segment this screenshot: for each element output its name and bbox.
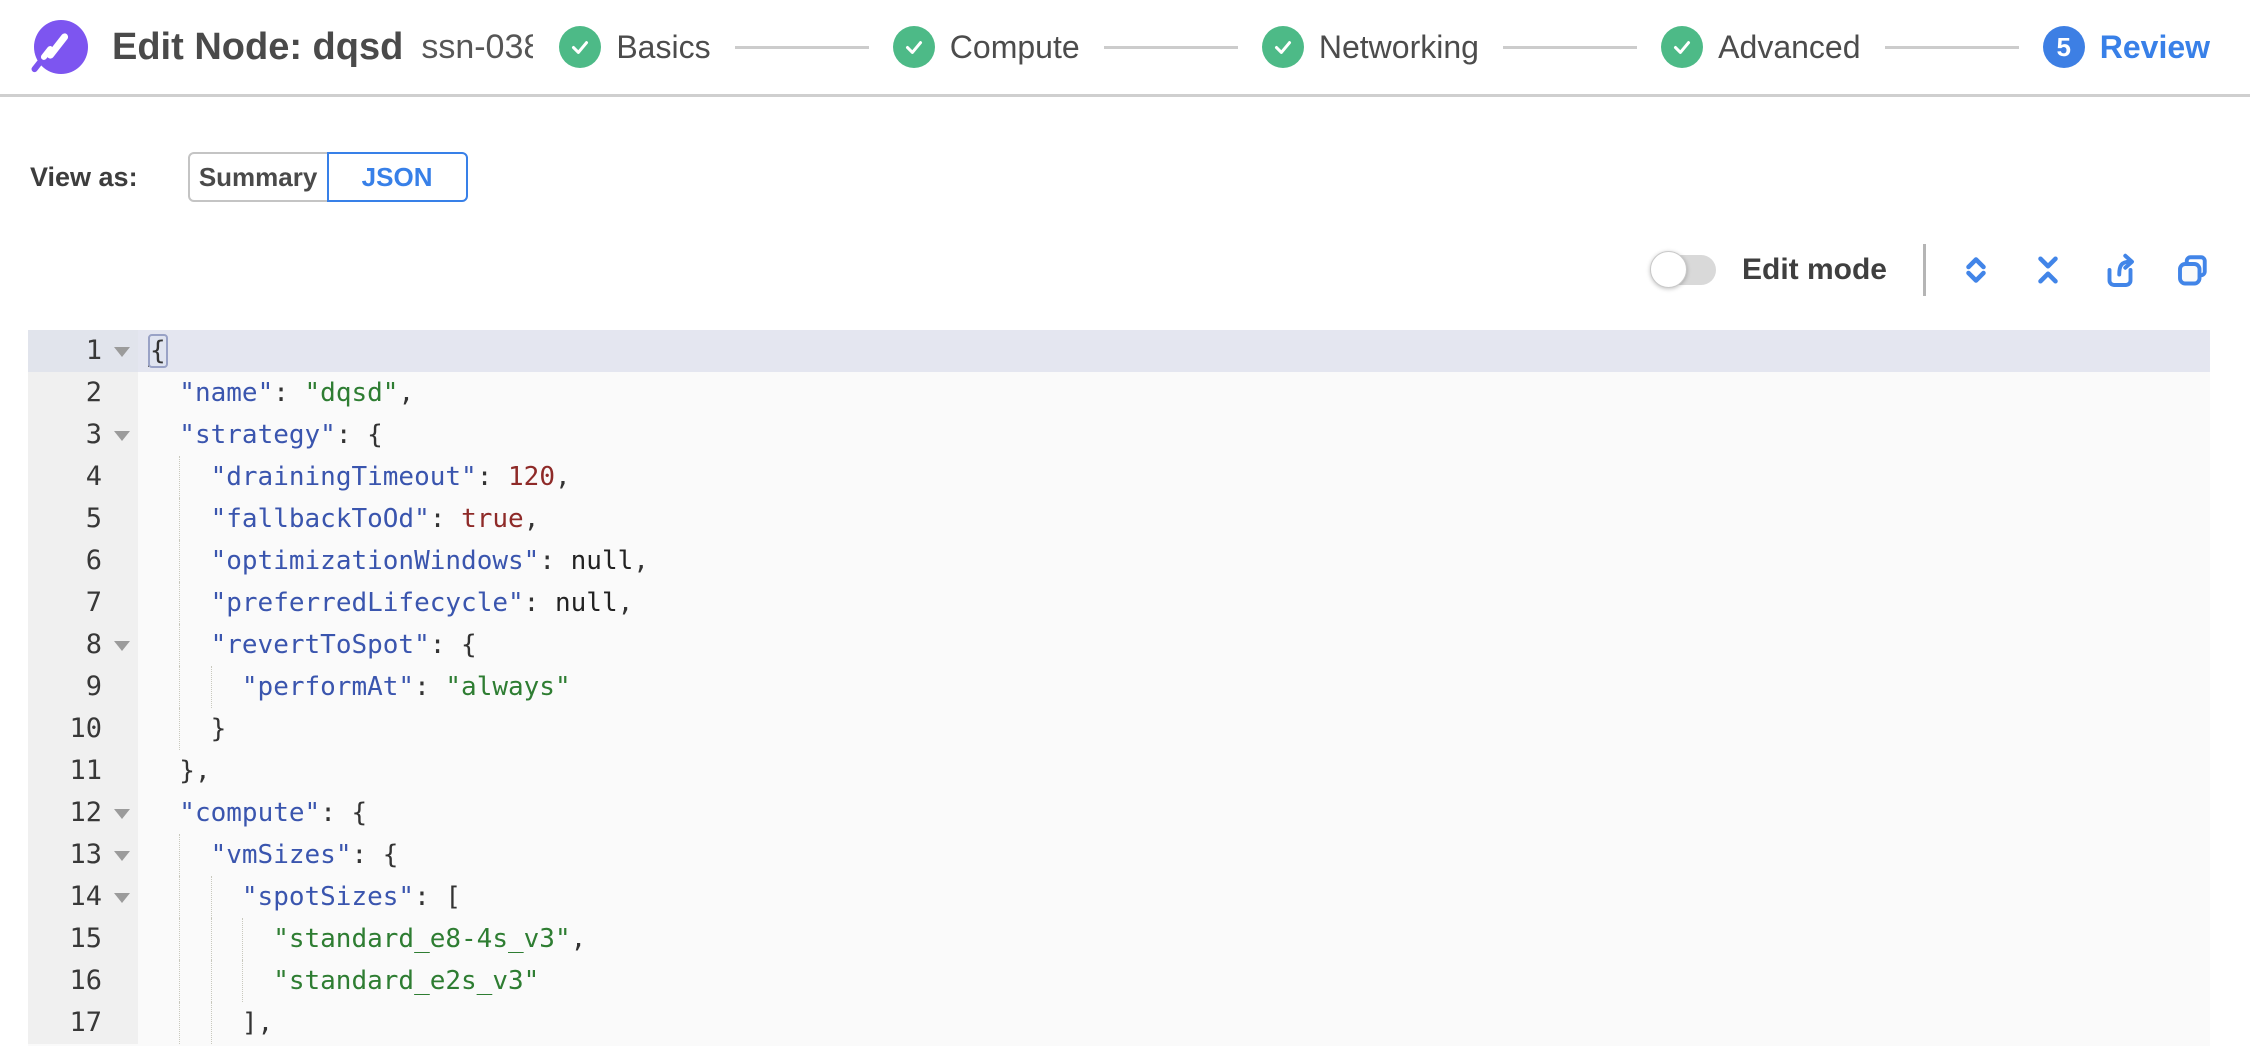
line-number: 14 [28, 876, 138, 918]
check-icon [1661, 26, 1704, 68]
step-label: Advanced [1718, 28, 1861, 65]
wizard-step-advanced[interactable]: Advanced [1661, 26, 1861, 68]
fold-arrow-icon[interactable] [114, 809, 130, 819]
code-line[interactable]: 9 "performAt": "always" [28, 666, 2210, 708]
fold-arrow-icon[interactable] [114, 431, 130, 441]
code-text: "vmSizes": { [138, 834, 2210, 876]
code-line[interactable]: 4 "drainingTimeout": 120, [28, 456, 2210, 498]
code-text: "optimizationWindows": null, [138, 540, 2210, 582]
code-line[interactable]: 7 "preferredLifecycle": null, [28, 582, 2210, 624]
wizard-step-compute[interactable]: Compute [892, 26, 1080, 68]
step-label: Basics [616, 28, 711, 65]
code-text: "strategy": { [179, 420, 383, 450]
step-label: Networking [1318, 28, 1479, 65]
code-text: "compute": { [179, 798, 368, 828]
header: Edit Node: dqsd ssn-038 Basics Compute Net… [0, 0, 2250, 97]
toolbar-icons [1958, 252, 2210, 288]
code-text: "standard_e2s_v3" [138, 960, 2210, 1002]
line-number: 5 [28, 498, 138, 540]
page-title: Edit Node: dqsd [112, 25, 404, 68]
line-number: 15 [28, 918, 138, 960]
fold-arrow-icon[interactable] [114, 851, 130, 861]
fold-arrow-icon[interactable] [114, 347, 130, 357]
code-text: "revertToSpot": { [138, 624, 2210, 666]
code-line[interactable]: 12 "compute": { [28, 792, 2210, 834]
expand-all-icon[interactable] [1958, 252, 1994, 288]
code-text: "performAt": "always" [138, 666, 2210, 708]
edit-mode-toggle[interactable] [1649, 251, 1716, 288]
toolbar-divider [1923, 244, 1926, 296]
fold-arrow-icon[interactable] [114, 641, 130, 651]
fold-arrow-icon[interactable] [114, 893, 130, 903]
step-connector [1502, 45, 1638, 49]
code-line[interactable]: 15 "standard_e8-4s_v3", [28, 918, 2210, 960]
code-text: "preferredLifecycle": null, [138, 582, 2210, 624]
line-number: 17 [28, 1002, 138, 1044]
code-line[interactable]: 2 "name": "dqsd", [28, 372, 2210, 414]
step-label: Compute [949, 28, 1080, 65]
step-number-badge: 5 [2042, 26, 2085, 68]
code-line[interactable]: 8 "revertToSpot": { [28, 624, 2210, 666]
json-editor[interactable]: 1{2 "name": "dqsd",3 "strategy": {4 "dra… [28, 330, 2210, 1046]
code-line[interactable]: 17 ], [28, 1002, 2210, 1044]
code-line[interactable]: 14 "spotSizes": [ [28, 876, 2210, 918]
view-as-label: View as: [30, 161, 138, 192]
collapse-all-icon[interactable] [2030, 252, 2066, 288]
wizard-step-review[interactable]: 5 Review [2042, 26, 2211, 68]
wizard-step-networking[interactable]: Networking [1261, 26, 1479, 68]
line-number: 12 [28, 792, 138, 834]
export-icon[interactable] [2102, 252, 2138, 288]
summary-tab-button[interactable]: Summary [187, 152, 329, 202]
check-icon [892, 26, 935, 68]
code-line[interactable]: 6 "optimizationWindows": null, [28, 540, 2210, 582]
line-number: 4 [28, 456, 138, 498]
code-line[interactable]: 11 }, [28, 750, 2210, 792]
code-line[interactable]: 3 "strategy": { [28, 414, 2210, 456]
code-text: ], [138, 1002, 2210, 1044]
code-text: "standard_e8-4s_v3", [138, 918, 2210, 960]
json-tab-button[interactable]: JSON [326, 152, 468, 202]
code-text: }, [179, 756, 211, 786]
view-as-row: View as: Summary JSON [30, 152, 2250, 202]
check-icon [559, 26, 602, 68]
wizard-step-basics[interactable]: Basics [559, 26, 711, 68]
line-number: 10 [28, 708, 138, 750]
line-number: 2 [28, 372, 138, 414]
edit-mode-label: Edit mode [1741, 253, 1887, 286]
code-text: "name": "dqsd", [179, 378, 415, 408]
code-text: "fallbackToOd": true, [138, 498, 2210, 540]
step-label: Review [2099, 28, 2211, 65]
line-number: 6 [28, 540, 138, 582]
step-connector [1884, 45, 2019, 49]
code-text: "spotSizes": [ [138, 876, 2210, 918]
view-as-segmented-control: Summary JSON [187, 152, 468, 202]
line-number: 11 [28, 750, 138, 792]
spot-logo [30, 19, 88, 75]
step-connector [734, 45, 869, 49]
code-text: "drainingTimeout": 120, [138, 456, 2210, 498]
line-number: 13 [28, 834, 138, 876]
toggle-knob[interactable] [1649, 251, 1687, 288]
node-id: ssn-038 [421, 27, 534, 66]
code-line[interactable]: 16 "standard_e2s_v3" [28, 960, 2210, 1002]
step-connector [1103, 45, 1238, 49]
code-line[interactable]: 5 "fallbackToOd": true, [28, 498, 2210, 540]
code-line[interactable]: 10 } [28, 708, 2210, 750]
copy-icon[interactable] [2174, 252, 2210, 288]
code-text: } [138, 708, 2210, 750]
line-number: 8 [28, 624, 138, 666]
editor-toolbar: Edit mode [0, 242, 2210, 298]
wizard-stepper: Basics Compute Networking Advanced 5 Review [559, 26, 2210, 68]
line-number: 16 [28, 960, 138, 1002]
code-line[interactable]: 13 "vmSizes": { [28, 834, 2210, 876]
check-icon [1261, 26, 1304, 68]
line-number: 7 [28, 582, 138, 624]
code-text: { [148, 334, 168, 368]
line-number: 1 [28, 330, 138, 372]
line-number: 9 [28, 666, 138, 708]
code-line[interactable]: 1{ [28, 330, 2210, 372]
line-number: 3 [28, 414, 138, 456]
